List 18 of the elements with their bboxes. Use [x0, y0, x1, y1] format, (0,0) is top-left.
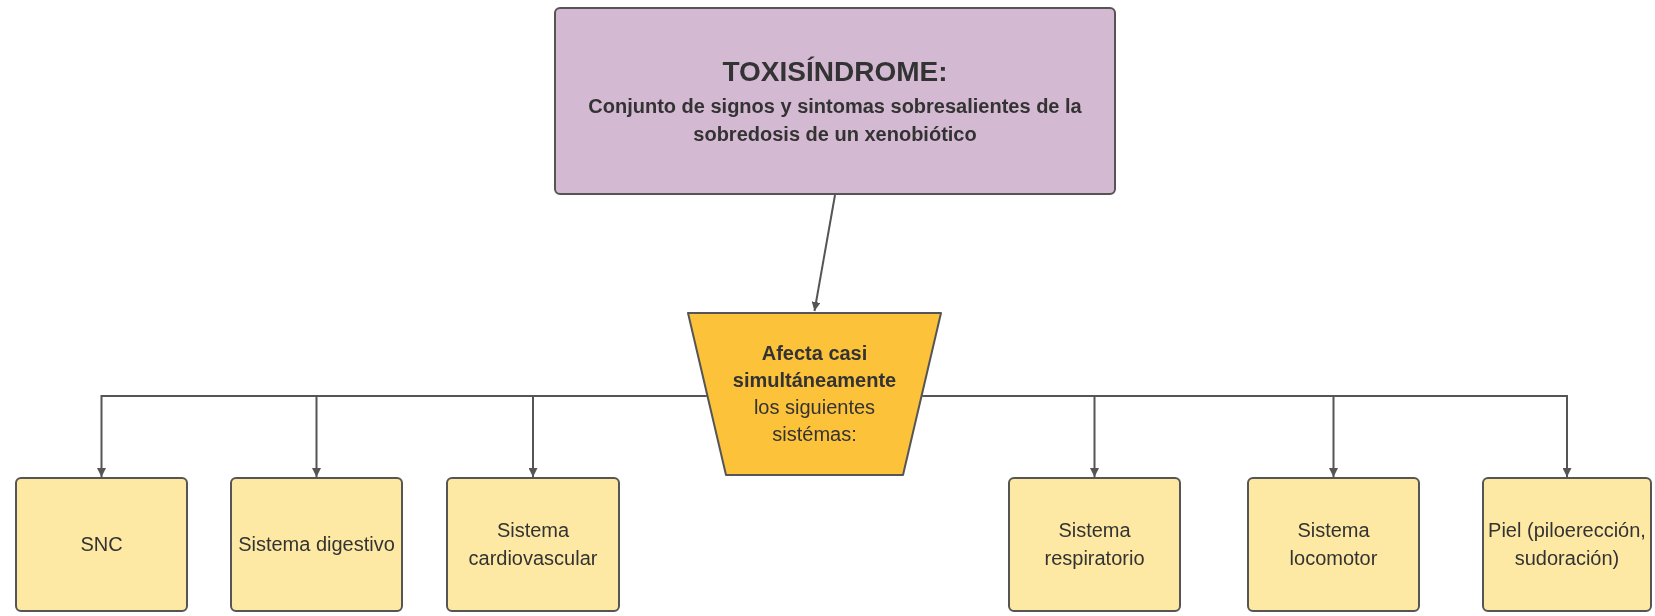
system-box: [1482, 477, 1652, 612]
node-text: Piel (piloerección, sudoración): [1488, 518, 1646, 571]
node-text: Sistema digestivo: [238, 531, 395, 557]
node-text: Sistema cardiovascular: [467, 518, 599, 571]
node-text: Sistema locomotor: [1288, 518, 1379, 571]
trapezoid-node: [686, 311, 943, 477]
node-text: Sistema respiratorio: [1043, 518, 1146, 571]
node-text: Afecta casi simultáneamente los siguientes sistémas:: [731, 341, 898, 447]
title-text: TOXISÍNDROME:: [722, 55, 948, 89]
system-box: [446, 477, 620, 612]
arrow: [811, 194, 836, 312]
system-box: [1008, 477, 1181, 612]
system-box: [230, 477, 403, 612]
title-box: [554, 7, 1116, 195]
description-text: Conjunto de signos y sintomas sobresalientes de la sobredosis de un xenobiótico: [587, 94, 1083, 147]
system-box: [1247, 477, 1420, 612]
system-box: [15, 477, 188, 612]
node-text: SNC: [80, 531, 123, 557]
